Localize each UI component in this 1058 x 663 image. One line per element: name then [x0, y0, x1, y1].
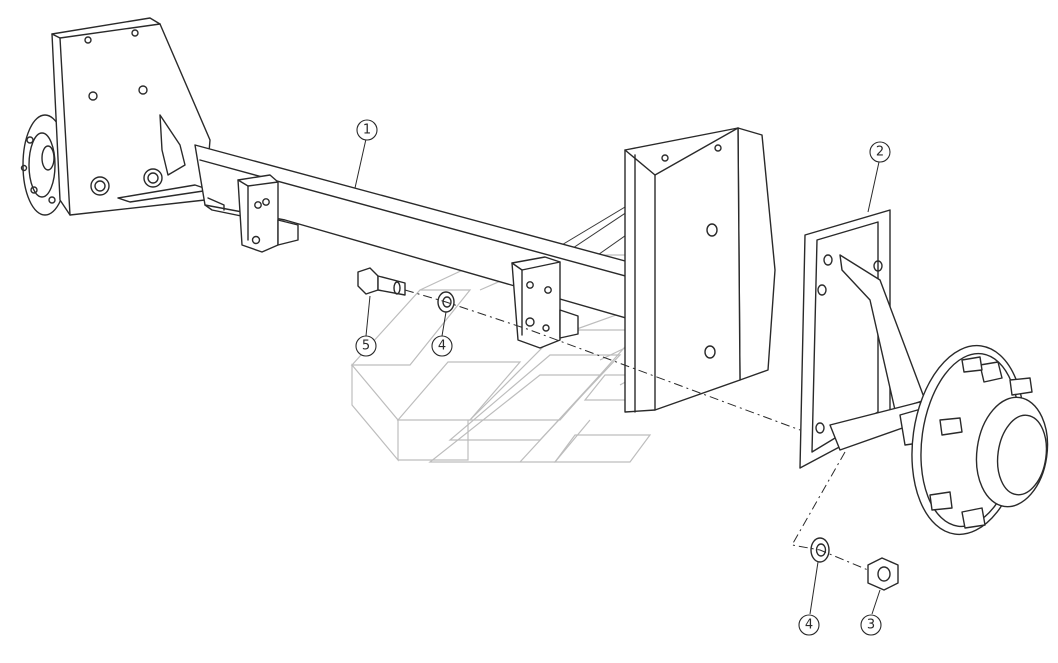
callout-4-left: 4 [431, 335, 453, 357]
bolt-part-5 [357, 267, 406, 296]
callout-2: 2 [869, 141, 891, 163]
right-mount-plate [624, 127, 776, 413]
svg-text:4: 4 [805, 618, 813, 633]
exploded-hub [899, 344, 1049, 536]
callout-5: 5 [355, 335, 377, 357]
exploded-plate-part-2 [799, 209, 926, 469]
callout-leaders [354, 138, 881, 615]
left-hub [20, 114, 68, 216]
svg-text:3: 3 [867, 618, 875, 633]
callout-3: 3 [860, 614, 882, 636]
svg-text:4: 4 [438, 339, 446, 354]
assembly-axis-lines [404, 289, 869, 571]
callout-1: 1 [356, 119, 378, 141]
beam-bracket-left [237, 174, 299, 253]
callout-4-right: 4 [798, 614, 820, 636]
beam-bracket-right [511, 256, 579, 349]
left-bracket-plate [51, 17, 211, 216]
svg-text:5: 5 [362, 339, 370, 354]
svg-text:1: 1 [363, 123, 371, 138]
svg-text:2: 2 [876, 145, 884, 160]
nut-part-3 [867, 557, 899, 591]
